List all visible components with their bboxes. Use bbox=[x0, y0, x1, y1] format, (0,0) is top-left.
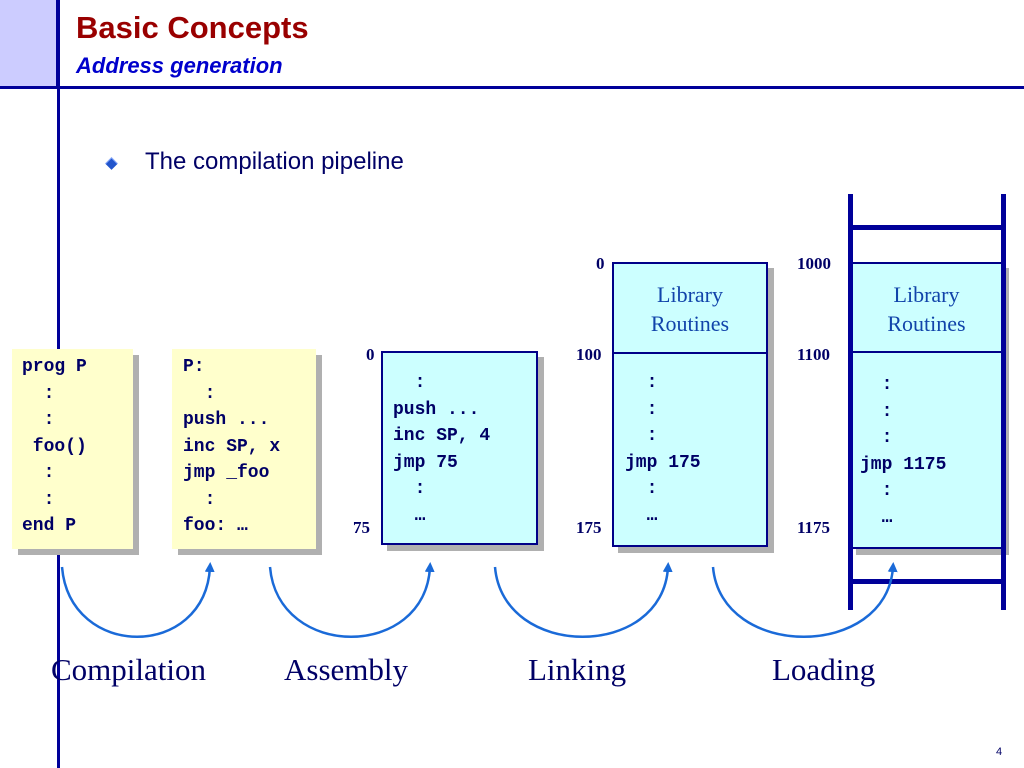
address-label: 0 bbox=[366, 345, 375, 364]
code-line: jmp _foo bbox=[183, 463, 270, 483]
code-line: inc SP, 4 bbox=[393, 426, 491, 446]
code-line: : bbox=[183, 383, 216, 404]
library-text: Library bbox=[893, 282, 960, 307]
memory-frame-left-post bbox=[848, 194, 853, 610]
code-line: : bbox=[393, 479, 426, 499]
code-line: : bbox=[22, 489, 55, 510]
code-line: jmp 75 bbox=[393, 452, 458, 473]
code-line: … bbox=[625, 505, 658, 526]
code-line: foo() bbox=[22, 436, 87, 457]
section-divider bbox=[850, 351, 1003, 353]
code-line: push ... bbox=[183, 410, 270, 430]
code-line: inc SP, x bbox=[183, 436, 281, 457]
linked-code: : : : jmp 175 : … bbox=[625, 370, 701, 529]
code-line: : bbox=[625, 373, 658, 393]
object-module-box: : push ... inc SP, 4 jmp 75 : … bbox=[381, 351, 538, 545]
linking-arrow bbox=[493, 562, 673, 638]
stage-label-compilation: Compilation bbox=[51, 652, 206, 687]
assembly-code-box: P: : push ... inc SP, x jmp _foo : foo: … bbox=[172, 349, 316, 549]
linked-module-box: Library Routines : : : jmp 175 : … bbox=[612, 262, 768, 547]
code-line: : bbox=[860, 428, 893, 448]
memory-frame-right-post bbox=[1001, 194, 1006, 610]
library-text: Routines bbox=[887, 311, 966, 336]
library-text: Library bbox=[657, 282, 723, 307]
stage-label-loading: Loading bbox=[772, 652, 876, 687]
compilation-arrow bbox=[60, 562, 215, 638]
address-label: 175 bbox=[576, 518, 602, 537]
code-line: : bbox=[22, 410, 55, 430]
code-line: : bbox=[22, 383, 55, 404]
address-label: 100 bbox=[576, 345, 602, 364]
code-line: : bbox=[860, 401, 893, 422]
address-label: 1100 bbox=[797, 345, 831, 364]
source-program-box: prog P : : foo() : : end P bbox=[12, 349, 133, 549]
code-line: jmp 1175 bbox=[860, 454, 947, 475]
library-routines-label: Library Routines bbox=[614, 280, 766, 338]
code-line: end P bbox=[22, 516, 77, 536]
code-line: prog P bbox=[22, 357, 87, 377]
code-line: P: bbox=[183, 357, 205, 377]
code-line: : bbox=[393, 373, 426, 393]
address-label: 1000 bbox=[797, 254, 831, 273]
code-line: : bbox=[625, 399, 658, 420]
code-line: jmp 175 bbox=[625, 452, 701, 473]
code-line: : bbox=[860, 481, 893, 501]
loaded-code: : : : jmp 1175 : … bbox=[860, 372, 946, 531]
code-line: : bbox=[22, 463, 55, 483]
address-label: 0 bbox=[596, 254, 605, 273]
code-line: … bbox=[393, 505, 426, 526]
stage-label-assembly: Assembly bbox=[284, 652, 408, 687]
slide-subtitle: Address generation bbox=[76, 53, 283, 78]
memory-frame-top-bar bbox=[848, 225, 1006, 230]
address-label: 1175 bbox=[797, 518, 831, 537]
slide-title: Basic Concepts bbox=[76, 10, 309, 45]
code-line: foo: … bbox=[183, 516, 248, 536]
assembly-code: P: : push ... inc SP, x jmp _foo : foo: … bbox=[183, 354, 280, 540]
code-line: : bbox=[183, 489, 216, 510]
library-text: Routines bbox=[650, 311, 730, 336]
memory-image-box: Library Routines : : : jmp 1175 : … bbox=[850, 262, 1003, 549]
code-line: : bbox=[625, 479, 658, 499]
source-code: prog P : : foo() : : end P bbox=[22, 354, 87, 540]
assembly-arrow bbox=[268, 562, 435, 638]
code-line: … bbox=[860, 507, 893, 528]
code-line: : bbox=[860, 375, 893, 395]
library-routines-label: Library Routines bbox=[850, 280, 1003, 338]
memory-frame-bottom-bar bbox=[848, 579, 1006, 584]
address-label: 75 bbox=[353, 518, 370, 537]
loading-arrow bbox=[711, 562, 898, 638]
object-code: : push ... inc SP, 4 jmp 75 : … bbox=[393, 370, 490, 529]
section-divider bbox=[614, 352, 766, 354]
bullet-text: The compilation pipeline bbox=[145, 148, 404, 175]
code-line: : bbox=[625, 426, 658, 446]
stage-label-linking: Linking bbox=[528, 652, 627, 687]
code-line: push ... bbox=[393, 399, 480, 420]
frame-horizontal-rule bbox=[0, 86, 1024, 89]
page-number: 4 bbox=[996, 746, 1003, 758]
